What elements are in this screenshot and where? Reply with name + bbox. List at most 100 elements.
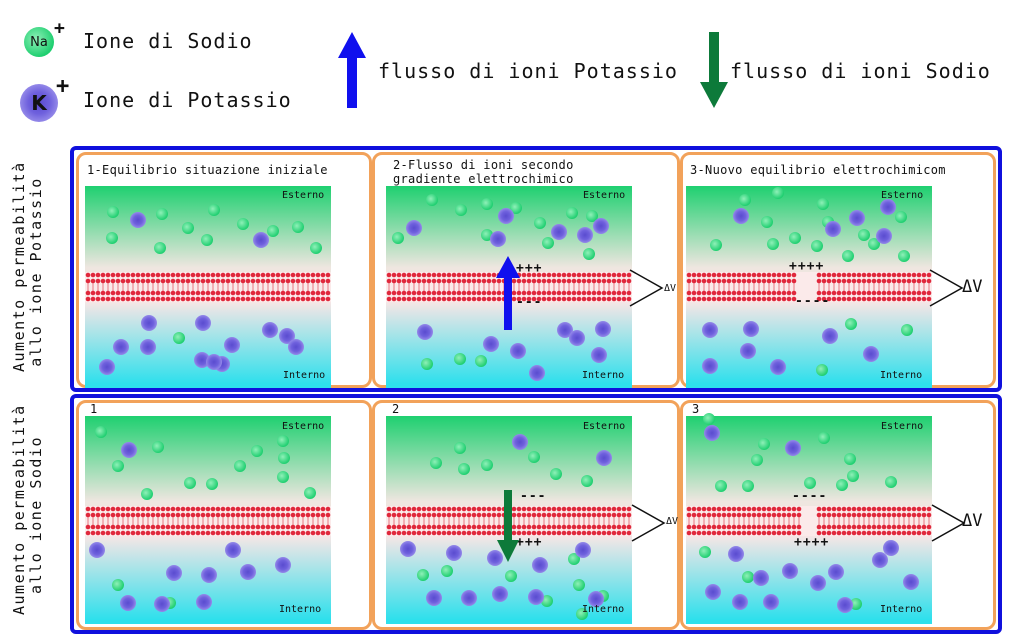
sodium-ion — [182, 222, 194, 234]
sodium-ion — [550, 468, 562, 480]
potassium-ion — [828, 564, 844, 580]
sodium-ion — [304, 487, 316, 499]
top-panel-1-title: 1-Equilibrio situazione iniziale — [87, 163, 328, 177]
potassium-ion — [880, 199, 896, 215]
top-1-membrane — [85, 272, 331, 302]
potassium-ion — [89, 542, 105, 558]
sodium-ion — [583, 248, 595, 260]
sodium-ion — [898, 250, 910, 262]
potassium-ion — [810, 575, 826, 591]
sodium-ion — [818, 432, 830, 444]
sodium-ion — [885, 476, 897, 488]
sodium-ion — [112, 579, 124, 591]
top-2-inside-label: Interno — [582, 370, 625, 381]
bottom-2-delta-v-label: ΔV — [666, 516, 679, 527]
sodium-ion — [541, 595, 553, 607]
bottom-3-delta-v-label: ΔV — [962, 511, 983, 531]
potassium-ion — [225, 542, 241, 558]
bottom-2-negative-charges: --- — [520, 489, 547, 504]
row-top-label-line2: allo ione Potassio — [27, 177, 45, 367]
sodium-ion — [576, 608, 588, 620]
potassium-ion — [253, 232, 269, 248]
sodium-ion — [426, 194, 438, 206]
sodium-ion — [715, 480, 727, 492]
potassium-ion — [593, 218, 609, 234]
potassium-ion — [863, 346, 879, 362]
sodium-ion — [817, 198, 829, 210]
potassium-ion — [837, 597, 853, 613]
legend-potassium-label: Ione di Potassio — [83, 88, 292, 112]
potassium-ion — [288, 339, 304, 355]
bottom-panel-3-title: 3 — [692, 402, 700, 416]
potassium-ion — [763, 594, 779, 610]
sodium-ion — [858, 229, 870, 241]
potassium-ion — [154, 596, 170, 612]
bottom-3-positive-charges: ++++ — [794, 535, 830, 550]
sodium-ion — [278, 452, 290, 464]
legend-potassium-sign: + — [56, 74, 70, 99]
sodium-ion — [95, 426, 107, 438]
potassium-ion — [577, 227, 593, 243]
potassium-ion — [120, 595, 136, 611]
top-2-delta-v-label: ΔV — [664, 283, 677, 294]
sodium-ion — [710, 239, 722, 251]
sodium-ion — [767, 238, 779, 250]
sodium-ion — [421, 358, 433, 370]
sodium-ion — [772, 187, 784, 199]
top-1-outside-label: Esterno — [282, 190, 325, 201]
bottom-panel-1-outline — [76, 400, 372, 630]
potassium-ion — [551, 224, 567, 240]
bottom-3-outside-label: Esterno — [881, 421, 924, 432]
bottom-3-delta-v-bracket — [931, 504, 966, 542]
row-top-label: Aumento permeabilità allo ione Potassio — [10, 161, 49, 372]
bottom-2-inside-label: Interno — [582, 604, 625, 615]
top-panel-2-title: 2-Flusso di ioni secondo gradiente elett… — [393, 158, 574, 186]
potassium-ion — [130, 212, 146, 228]
top-2-negative-charges: --- — [516, 295, 543, 310]
legend-sodium-flow-label: flusso di ioni Sodio — [730, 59, 991, 83]
sodium-ion — [528, 451, 540, 463]
potassium-ion — [529, 365, 545, 381]
potassium-ion — [591, 347, 607, 363]
sodium-ion — [844, 453, 856, 465]
potassium-ion — [113, 339, 129, 355]
legend-sodium-flow-arrow — [700, 32, 728, 108]
bottom-1-membrane — [85, 506, 331, 536]
top-panel-3-title: 3-Nuovo equilibrio elettrochimicom — [690, 163, 946, 177]
sodium-ion — [234, 460, 246, 472]
potassium-ion — [492, 586, 508, 602]
potassium-ion — [569, 330, 585, 346]
potassium-ion — [596, 450, 612, 466]
potassium-ion — [406, 220, 422, 236]
sodium-ion — [251, 445, 263, 457]
legend-sodium-label: Ione di Sodio — [83, 29, 253, 53]
top-row-frame — [70, 146, 1002, 392]
potassium-ion — [483, 336, 499, 352]
potassium-ion — [140, 339, 156, 355]
top-3-negative-charges: ---- — [795, 294, 831, 309]
bottom-3-outside-region — [686, 416, 932, 506]
legend-sodium-symbol: Na — [30, 34, 48, 50]
potassium-ion — [512, 434, 528, 450]
potassium-ion — [732, 594, 748, 610]
potassium-ion — [743, 321, 759, 337]
potassium-ion — [825, 221, 841, 237]
sodium-ion — [277, 471, 289, 483]
sodium-ion — [703, 413, 715, 425]
top-1-outside-region — [85, 186, 331, 272]
potassium-ion — [166, 565, 182, 581]
potassium-ion — [461, 590, 477, 606]
sodium-ion — [573, 579, 585, 591]
potassium-ion — [99, 359, 115, 375]
potassium-ion — [782, 563, 798, 579]
top-3-outside-label: Esterno — [881, 190, 924, 201]
sodium-ion — [208, 204, 220, 216]
potassium-ion — [426, 590, 442, 606]
sodium-ion — [454, 353, 466, 365]
sodium-ion — [566, 207, 578, 219]
top-3-delta-v-bracket — [929, 269, 964, 307]
potassium-ion — [872, 552, 888, 568]
sodium-ion — [761, 216, 773, 228]
top-3-membrane — [686, 272, 932, 302]
legend-sodium-sign: + — [54, 18, 65, 39]
